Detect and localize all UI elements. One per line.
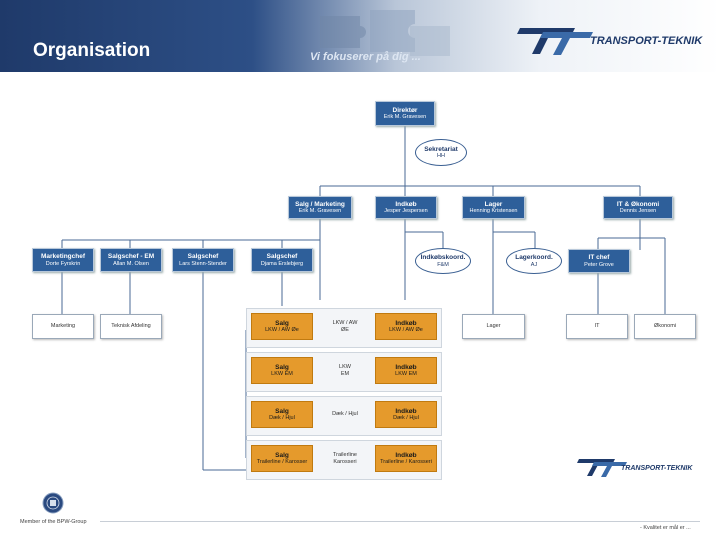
org-oval-indkobskoord: Indkøbskoord.F&M bbox=[415, 248, 471, 274]
company-logo-small: TRANSPORT-TEKNIK bbox=[577, 459, 693, 477]
org-oval-lagerkoord: Lagerkoord.AJ bbox=[506, 248, 562, 274]
company-logo: TRANSPORT-TEKNIK bbox=[517, 28, 703, 55]
org-label-group-2: LKW EM bbox=[339, 364, 351, 377]
footer-tagline: - Kvalitet er mål er ... bbox=[640, 525, 691, 531]
org-label-group-1: LKW / AW ØE bbox=[332, 320, 358, 333]
org-label-group-3: Dæk / Hjul bbox=[332, 411, 358, 418]
org-box-teknisk-afdeling: Teknisk Afdeling bbox=[100, 314, 162, 339]
puzzle-pieces-graphic bbox=[320, 10, 450, 56]
bpw-seal-icon bbox=[42, 492, 64, 514]
org-box-it-leaf: IT bbox=[566, 314, 628, 339]
member-text: Member of the BPW-Group bbox=[20, 519, 87, 525]
logo-text: TRANSPORT-TEKNIK bbox=[590, 35, 703, 47]
org-box-lager-leaf: Lager bbox=[462, 314, 525, 339]
slogan: Vi fokuserer på dig ... bbox=[310, 51, 421, 63]
org-box-okonomi-leaf: Økonomi bbox=[634, 314, 696, 339]
footer-divider bbox=[100, 521, 700, 522]
org-box-marketing: Marketing bbox=[32, 314, 94, 339]
logo-text-small: TRANSPORT-TEKNIK bbox=[621, 465, 693, 472]
page-title: Organisation bbox=[33, 40, 151, 61]
org-label-group-4: Trailerline Karosseri bbox=[333, 452, 357, 465]
